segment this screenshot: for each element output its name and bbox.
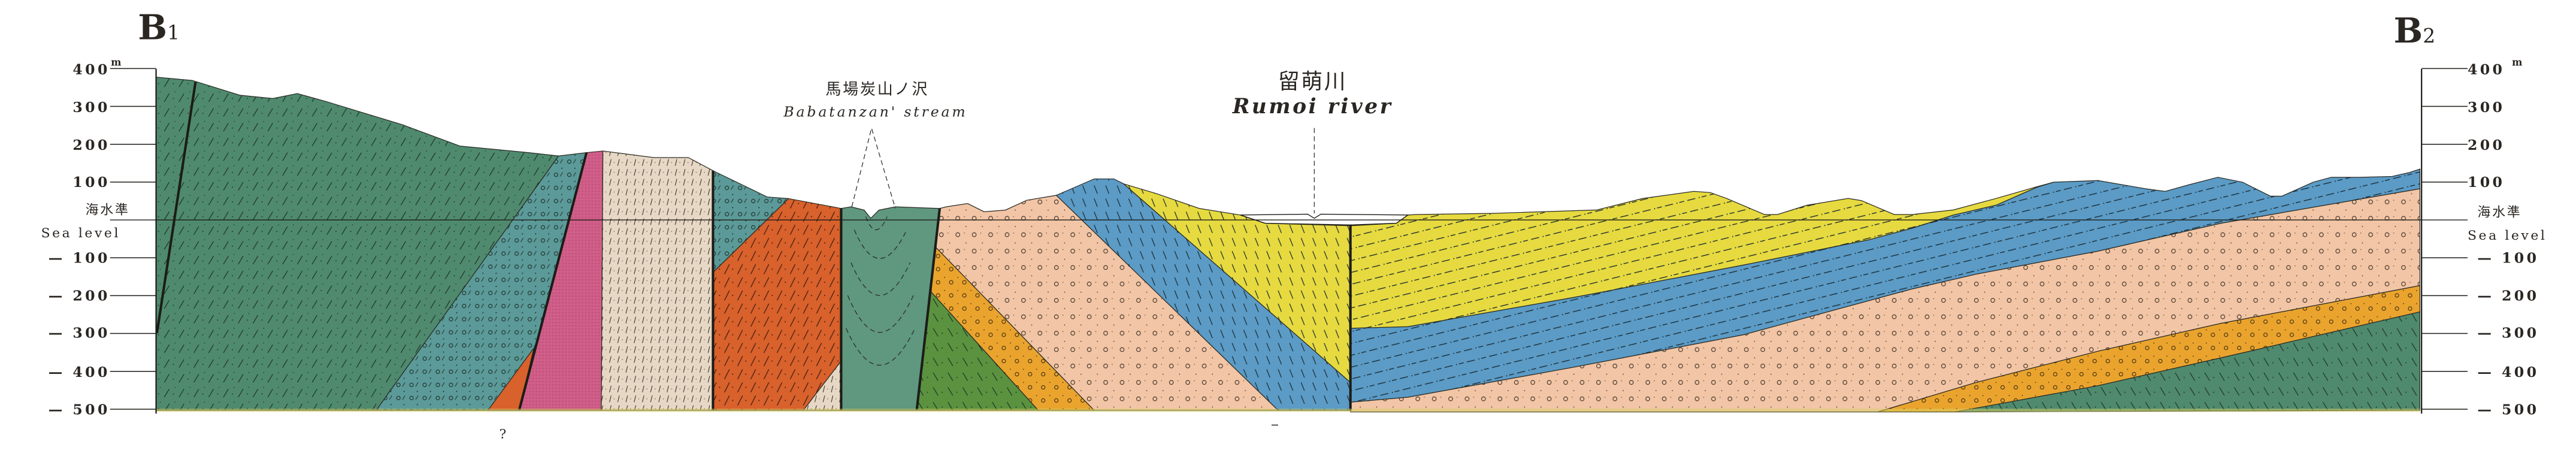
tick-label: 400 bbox=[2468, 61, 2505, 78]
unit-yellow-siltstone-east bbox=[1350, 182, 2054, 329]
axis-ticks bbox=[110, 68, 2468, 410]
stream-pointer bbox=[851, 126, 896, 209]
tick-label: — 500 bbox=[49, 401, 110, 418]
left-axis-labels: 400 300 200 100 — 100 — 200 — 300 — 400 … bbox=[49, 61, 110, 418]
stream-label-en: Babatanzan' stream bbox=[783, 103, 967, 120]
unknown-depth-mark: ? bbox=[499, 427, 506, 442]
fault-line bbox=[517, 152, 588, 411]
tick-label: 200 bbox=[72, 137, 110, 153]
tick-label: — 300 bbox=[2477, 325, 2539, 342]
right-sea-level-label-en: Sea level bbox=[2468, 228, 2547, 243]
unit-peach-conglomerate-west bbox=[934, 195, 1279, 411]
section-bottom-fringe bbox=[156, 409, 2420, 412]
tick-label: — 500 bbox=[2477, 401, 2539, 418]
unit-teal-conglomerate-west bbox=[375, 152, 588, 411]
fault-line bbox=[155, 81, 197, 334]
unit-orange-sandstone bbox=[712, 198, 842, 411]
left-sea-level-label-jp: 海水準 bbox=[86, 203, 130, 218]
tick-label: 300 bbox=[72, 99, 110, 116]
left-axis-unit: m bbox=[111, 57, 122, 68]
tick-label: — 100 bbox=[2477, 249, 2539, 266]
right-axis-labels: 400 300 200 100 — 100 — 200 — 300 — 400 … bbox=[2468, 61, 2539, 418]
tick-label: 200 bbox=[2468, 137, 2505, 153]
stream-label-jp: 馬場炭山ノ沢 bbox=[825, 81, 929, 99]
river-label-jp: 留萌川 bbox=[1278, 70, 1347, 94]
tick-label: 100 bbox=[72, 174, 110, 191]
endpoint-right-label: B2 bbox=[2394, 10, 2436, 51]
tick-label: — 200 bbox=[49, 287, 110, 304]
tick-label: — 100 bbox=[49, 249, 110, 266]
tick-label: — 300 bbox=[49, 325, 110, 342]
unit-beige-sandstone bbox=[601, 150, 714, 411]
tick-label: 400 bbox=[72, 61, 110, 78]
tick-label: — 200 bbox=[2477, 287, 2539, 304]
tick-label: 100 bbox=[2468, 174, 2505, 191]
tick-label: 300 bbox=[2468, 99, 2505, 116]
fault-lines bbox=[155, 81, 1352, 411]
right-sea-level-label-jp: 海水準 bbox=[2477, 206, 2521, 221]
river-label-en: Rumoi river bbox=[1232, 95, 1393, 119]
fault-line bbox=[915, 208, 942, 411]
left-sea-level-label-en: Sea level bbox=[41, 226, 120, 241]
river-valley-outline bbox=[1240, 213, 1409, 226]
right-axis-unit: m bbox=[2512, 57, 2523, 68]
endpoint-left-label: B1 bbox=[138, 7, 180, 48]
tick-label: — 400 bbox=[49, 364, 110, 380]
tick-label: — 400 bbox=[2477, 364, 2539, 380]
unit-pink-intrusive bbox=[518, 150, 604, 411]
